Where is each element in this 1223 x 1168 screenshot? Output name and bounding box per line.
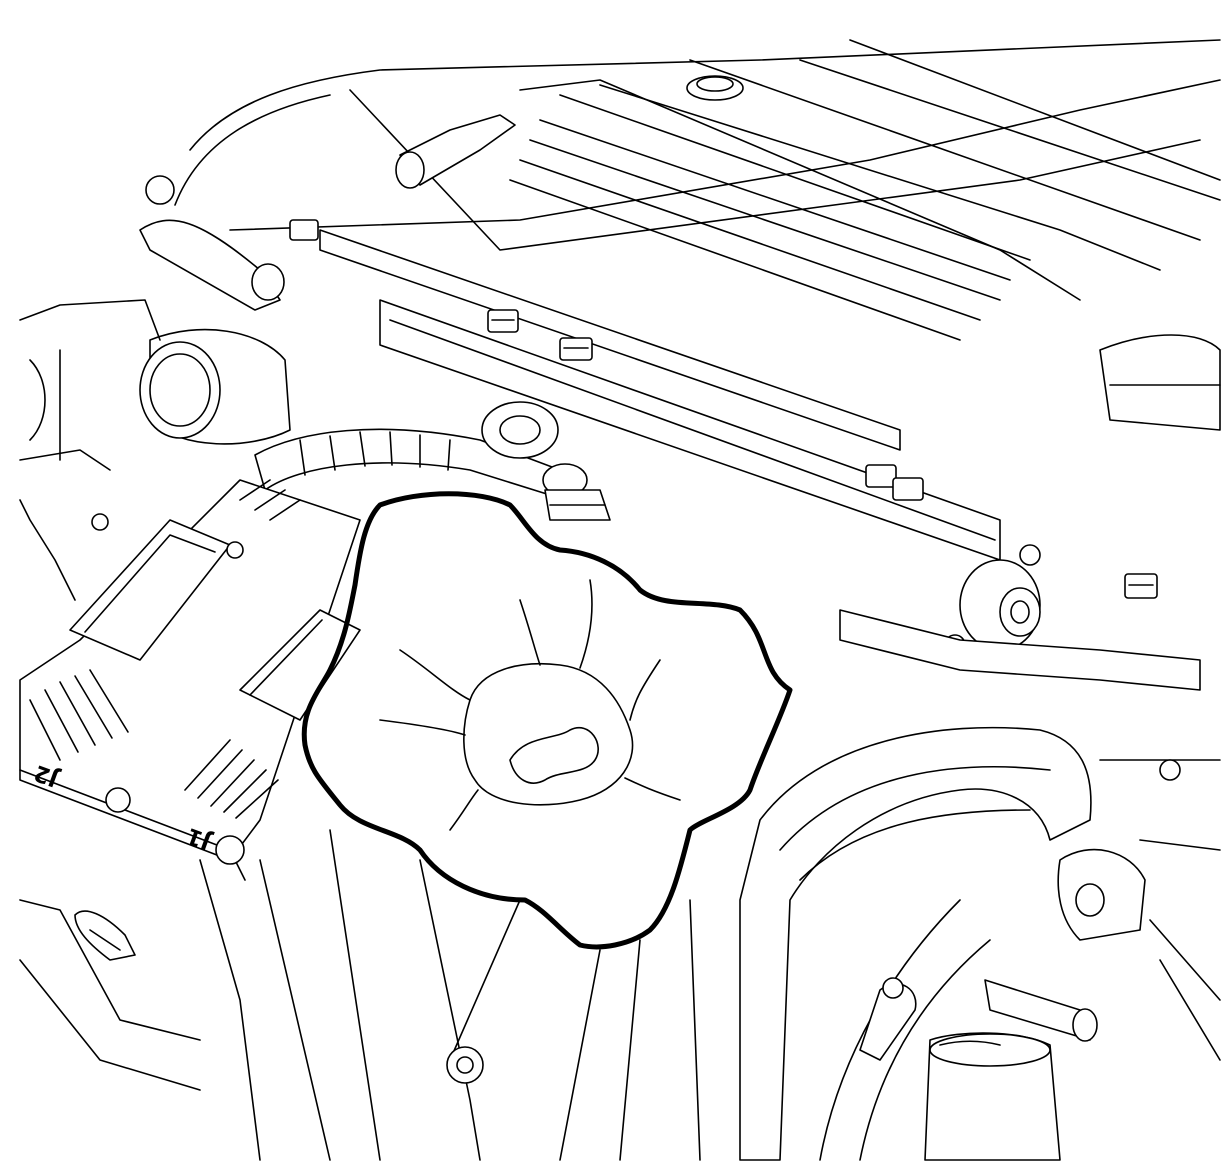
vacuum-nipple: [395, 114, 516, 189]
fuel-rail-bolt: [487, 309, 519, 333]
intake-bolt: [446, 1046, 484, 1084]
right-bracket: [1057, 759, 1221, 1061]
sensor-connector: [859, 977, 917, 1061]
intake-runners: [259, 829, 701, 1161]
hose-fitting: [984, 979, 1098, 1042]
fuel-rail-bolt: [865, 464, 924, 501]
fuel-rail-bolt: [1124, 573, 1158, 599]
map-sensor: [542, 463, 611, 521]
throttle-body-opening: [301, 491, 793, 950]
fuel-rail-bolt: [559, 337, 593, 361]
coolant-outlet: [139, 219, 291, 445]
lower-left-panel: [19, 859, 261, 1161]
fuel-rail: [319, 229, 1221, 656]
fuel-pressure-fitting: [944, 544, 1041, 656]
head-bolt: [145, 175, 319, 241]
ecm-cooling-fins: [29, 479, 301, 819]
cylinder-head: [174, 39, 1221, 341]
reservoir-cap: [924, 1032, 1061, 1161]
left-housing: [19, 299, 161, 601]
engine-control-module: J2 J1: [19, 479, 361, 881]
harness-clip: [74, 910, 136, 961]
